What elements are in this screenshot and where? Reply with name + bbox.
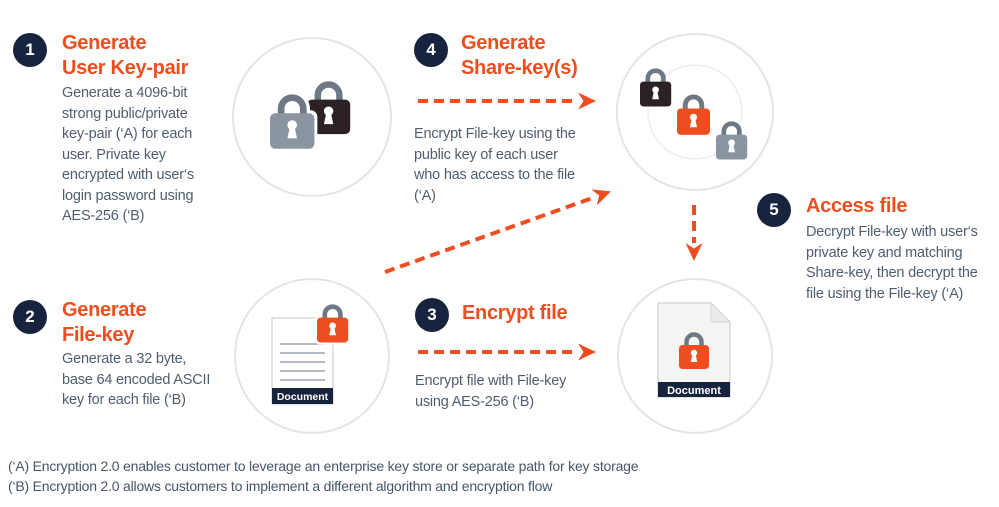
step-4-description: Encrypt File-key using the public key of… <box>414 126 576 204</box>
arrowhead-icon <box>578 92 596 110</box>
step-2-title: Generate File-key <box>62 299 147 346</box>
document-label: Document <box>667 385 721 397</box>
arrowhead-icon <box>591 183 614 206</box>
step-5-title: Access file <box>806 195 908 217</box>
encrypted-document-icon: Document <box>657 301 732 398</box>
footnote-b: (‘B) Encryption 2.0 allows customers to … <box>8 478 553 494</box>
step-1-title: Generate User Key-pair <box>62 32 189 79</box>
step-1-badge: 1 <box>13 33 47 67</box>
arrow-file-key-to-share-keys <box>384 195 595 274</box>
step-3-title: Encrypt file <box>462 302 568 324</box>
arrowhead-icon <box>578 343 596 361</box>
arrowhead-icon <box>685 243 703 261</box>
step-5-description: Decrypt File-key with user‘s private key… <box>806 224 978 302</box>
step-2-description: Generate a 32 byte, base 64 encoded ASCI… <box>62 351 211 408</box>
document-banner <box>658 382 730 397</box>
step-2-badge: 2 <box>13 300 47 334</box>
share-keys-inner-circle <box>647 64 743 160</box>
step-3-description: Encrypt file with File-key using AES-256… <box>415 373 567 410</box>
document-banner <box>272 388 333 404</box>
footnote-a: (‘A) Encryption 2.0 enables customer to … <box>8 458 639 474</box>
step-4-badge: 4 <box>414 33 448 67</box>
step-3-badge: 3 <box>415 298 449 332</box>
step-1-description: Generate a 4096-bit strong public/privat… <box>62 85 194 224</box>
step-4-title: Generate Share-key(s) <box>461 32 578 79</box>
step-5-badge: 5 <box>757 193 791 227</box>
document-label: Document <box>277 391 329 403</box>
